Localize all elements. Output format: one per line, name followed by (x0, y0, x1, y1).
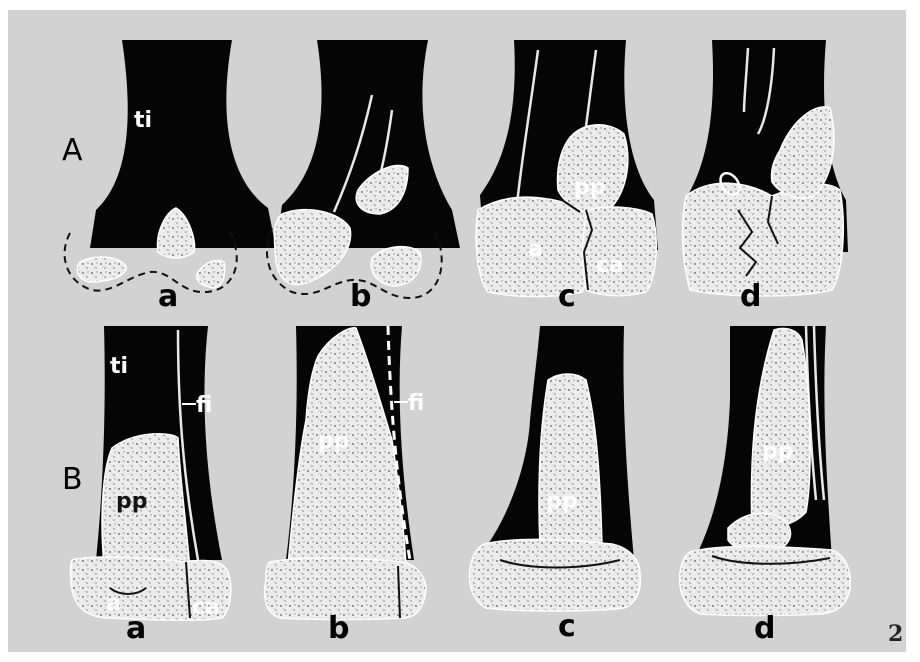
posterior-fragment-label-Bb: pp (318, 429, 350, 454)
anterior-fragment-ca-label-B: ca (192, 595, 220, 620)
panel-A-c-letter: c (558, 279, 576, 314)
panel-A-a-letter: a (158, 279, 178, 314)
row-label-A: A (62, 133, 83, 168)
fibula-label-B: fi (408, 391, 424, 416)
anterior-fragment-ca-label: ca (596, 253, 624, 278)
panel-B-d-letter: d (754, 611, 775, 646)
panel-A-b-letter: b (350, 279, 371, 314)
panel-B-b-letter: b (328, 611, 349, 646)
tibia-label-B: ti (110, 354, 128, 379)
tibia-label: ti (134, 108, 152, 133)
posterior-fragment-label-Bc: pp (546, 489, 578, 514)
anterior-fragment-label: a (528, 237, 543, 262)
posterior-fragment-label-B: pp (116, 489, 148, 514)
panel-B-c-letter: c (558, 609, 576, 644)
posterior-fragment-label: pp (574, 175, 606, 200)
figure-number: 2 (888, 621, 903, 647)
panel-B-a-letter: a (126, 611, 146, 646)
anterior-fragment-label-B: a (106, 591, 121, 616)
row-label-B: B (62, 462, 83, 497)
panel-A-d-letter: d (740, 279, 761, 314)
fibula-label: fi (196, 393, 212, 418)
posterior-fragment-label-Bd: pp (762, 439, 794, 464)
